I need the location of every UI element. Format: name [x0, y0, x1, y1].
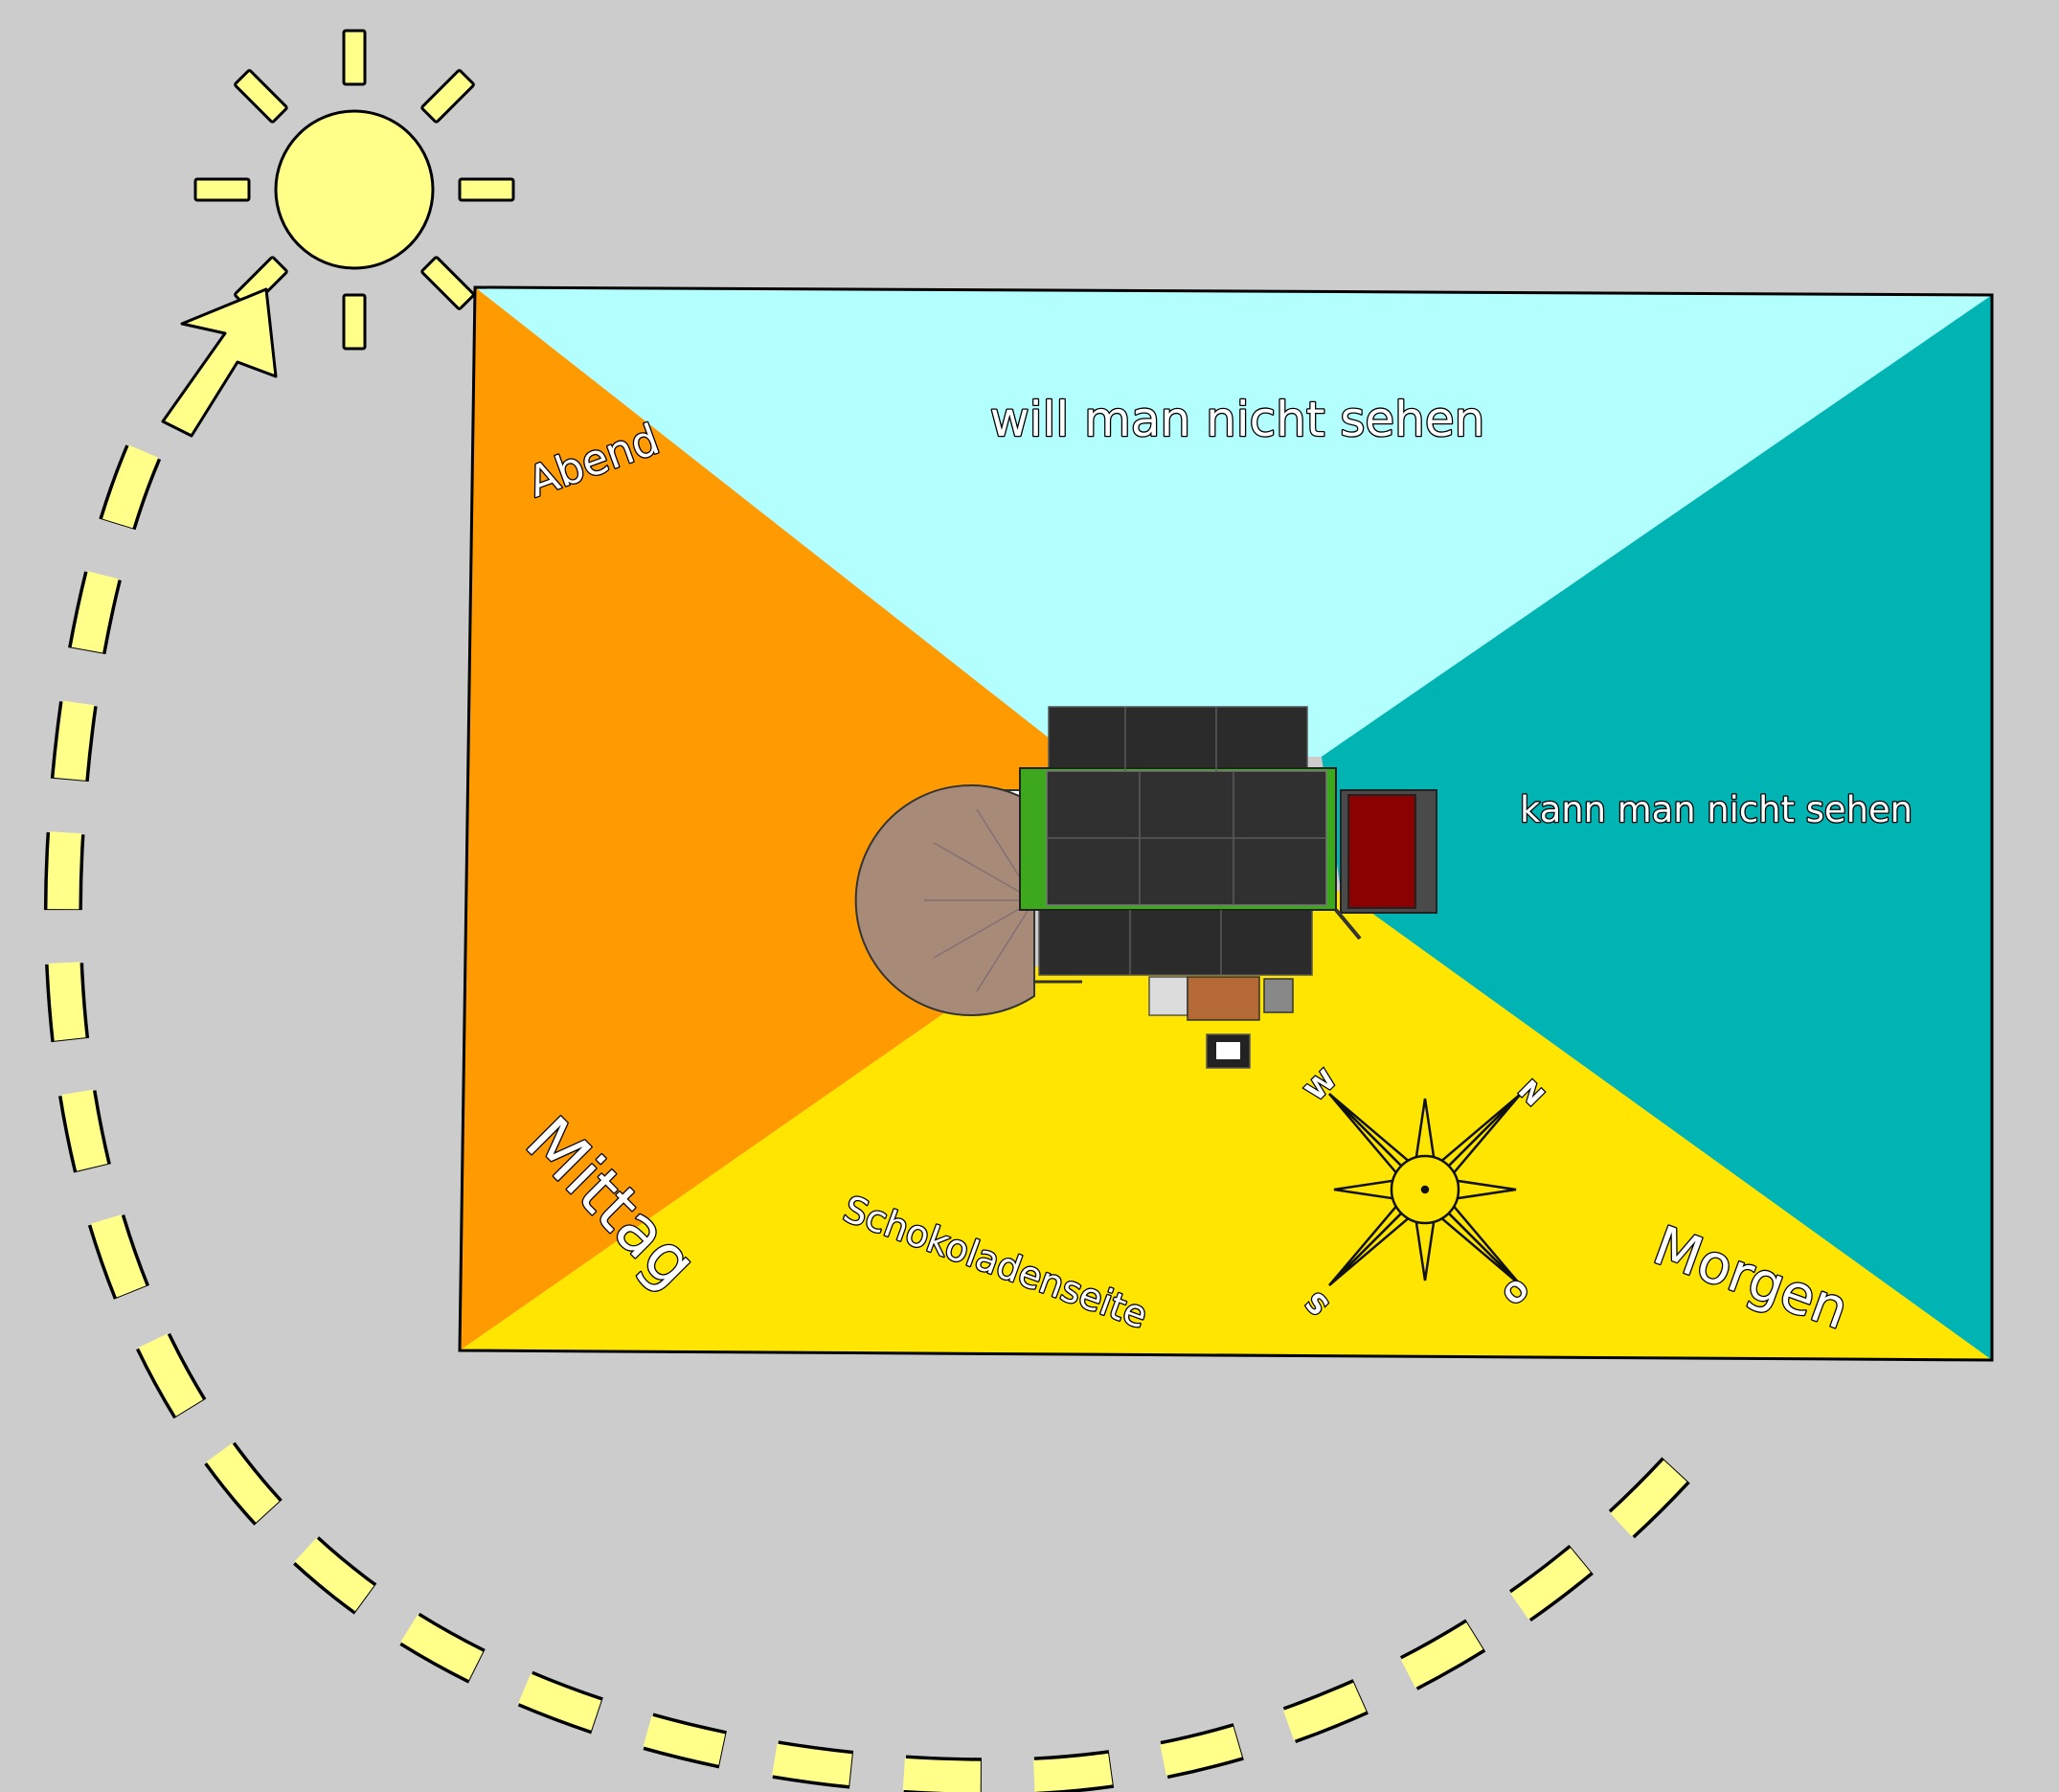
zone-north [475, 287, 1992, 757]
arrow-up-right-icon [161, 287, 278, 438]
awning [854, 784, 1082, 1016]
site-plan [458, 285, 1994, 1362]
zone-east [1322, 295, 1992, 1360]
site-border [458, 285, 1994, 1362]
label-east-zone: kann man nicht sehen [1520, 789, 1912, 830]
vehicle-top-view [854, 706, 1437, 1069]
label-north-zone: will man nicht sehen [990, 392, 1485, 447]
zone-west [460, 287, 1073, 1350]
sun-path [43, 287, 1690, 1792]
sun-icon [193, 29, 515, 351]
zone-south [460, 891, 1992, 1360]
